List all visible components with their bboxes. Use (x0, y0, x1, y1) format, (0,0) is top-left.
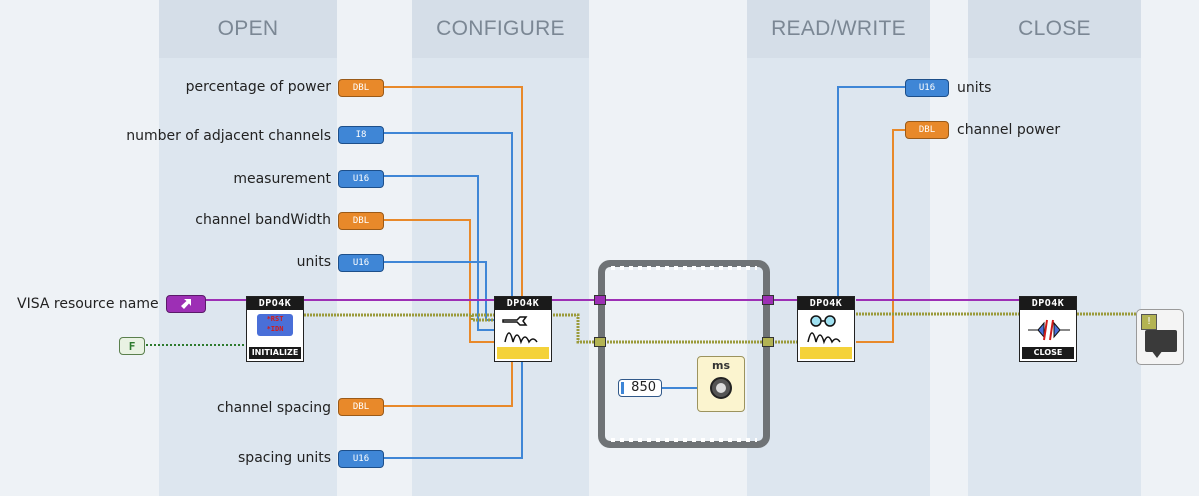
loop-tunnel-error-out (762, 337, 774, 347)
indicator-channel-power[interactable]: DBL (905, 121, 949, 139)
wire-units-out (837, 86, 905, 296)
wire-spacing-units (383, 362, 523, 459)
loop-tunnel-error-in (594, 337, 606, 347)
wait-constant[interactable]: 850 (618, 379, 662, 397)
vi-read[interactable]: DPO4K (797, 296, 855, 362)
phase-band-close (968, 0, 1141, 496)
wire-measurement (383, 175, 494, 331)
wire-adjacent-channels (383, 132, 513, 296)
vi-initialize-icon: *RST *IDN (249, 312, 301, 346)
vi-initialize-header: DPO4K (247, 297, 303, 310)
control-spacing-units[interactable]: U16 (338, 450, 384, 468)
control-channel-spacing[interactable]: DBL (338, 398, 384, 416)
loop-film-bottom (611, 438, 757, 442)
control-percentage-of-power[interactable]: DBL (338, 79, 384, 97)
stopwatch-icon (710, 377, 732, 399)
visa-arrow-icon (181, 299, 191, 309)
wire-channel-bandwidth (383, 219, 494, 343)
wire-channel-spacing (383, 362, 513, 407)
speech-bubble-icon (1145, 330, 1177, 352)
control-visa-resource[interactable] (166, 295, 206, 313)
phase-label-open: OPEN (159, 0, 337, 58)
indicator-units[interactable]: U16 (905, 79, 949, 97)
vi-close-header: DPO4K (1020, 297, 1076, 310)
vi-configure-footer (497, 347, 549, 359)
phase-band-configure (412, 0, 589, 496)
control-units[interactable]: U16 (338, 254, 384, 272)
loop-tunnel-visa-in (594, 295, 606, 305)
disconnect-icon (1022, 312, 1074, 346)
vi-initialize[interactable]: DPO4K *RST *IDN INITIALIZE (246, 296, 304, 362)
simple-error-handler[interactable]: ! (1136, 309, 1184, 365)
control-adjacent-channels[interactable]: I8 (338, 126, 384, 144)
wire-error-config (304, 313, 494, 322)
loop-film-top (611, 266, 757, 270)
wire-percentage-of-power (383, 86, 523, 296)
label-channel-bandwidth: channel bandWidth (195, 212, 331, 228)
control-measurement[interactable]: U16 (338, 170, 384, 188)
label-indicator-channel-power: channel power (957, 122, 1061, 138)
constant-false[interactable]: F (119, 337, 145, 355)
loop-tunnel-visa-out (762, 295, 774, 305)
vi-read-header: DPO4K (798, 297, 854, 310)
wait-unit-label: ms (711, 359, 730, 372)
phase-band-open (159, 0, 337, 496)
error-icon: ! (1141, 314, 1157, 330)
label-spacing-units: spacing units (238, 450, 331, 466)
phase-label-read-write: READ/WRITE (747, 0, 930, 58)
label-units: units (296, 254, 331, 270)
label-visa-resource: VISA resource name (17, 296, 159, 312)
vi-read-footer (800, 347, 852, 359)
wire-channel-power (856, 129, 905, 343)
label-channel-spacing: channel spacing (217, 400, 331, 416)
vi-initialize-footer: INITIALIZE (249, 347, 301, 359)
phase-label-close: CLOSE (968, 0, 1141, 58)
phase-label-configure: CONFIGURE (412, 0, 589, 58)
wait-ms-function[interactable]: ms (697, 356, 745, 412)
vi-configure[interactable]: DPO4K (494, 296, 552, 362)
label-indicator-units: units (957, 80, 992, 96)
wrench-icon (497, 312, 549, 346)
label-measurement: measurement (233, 171, 331, 187)
vi-close[interactable]: DPO4K CLOSE (1019, 296, 1077, 362)
label-percentage-of-power: percentage of power (185, 79, 331, 95)
label-adjacent-channels: number of adjacent channels (126, 128, 331, 144)
glasses-icon (800, 312, 852, 346)
vi-close-footer: CLOSE (1022, 347, 1074, 359)
vi-configure-header: DPO4K (495, 297, 551, 310)
init-commands-label: *RST *IDN (257, 314, 293, 336)
control-channel-bandwidth[interactable]: DBL (338, 212, 384, 230)
while-loop[interactable] (598, 260, 770, 448)
